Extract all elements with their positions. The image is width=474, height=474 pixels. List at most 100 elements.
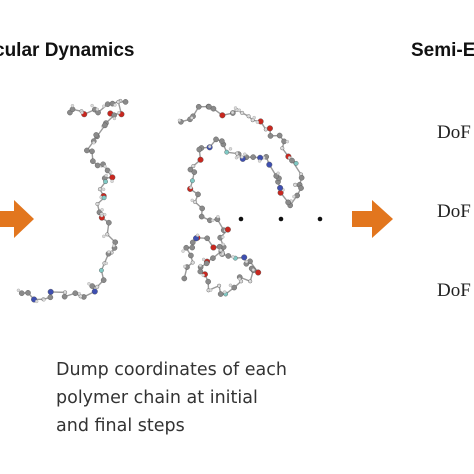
atom — [87, 282, 91, 286]
atom — [276, 171, 280, 175]
atom — [277, 184, 284, 191]
atom — [231, 284, 238, 291]
atom — [195, 191, 201, 198]
atom — [228, 147, 233, 151]
atom — [293, 160, 299, 166]
atom — [89, 283, 96, 289]
atom — [109, 170, 113, 174]
semi-empirical-heading: Semi-E — [411, 40, 474, 61]
atom — [213, 136, 219, 143]
atom — [246, 114, 251, 119]
atom — [210, 244, 217, 251]
atom — [47, 294, 54, 301]
atom — [276, 132, 283, 139]
atom — [70, 104, 75, 108]
dof-label-1: DoF — [437, 122, 471, 143]
atom — [95, 107, 99, 112]
polymer-chain-final — [177, 103, 305, 297]
atom — [189, 185, 193, 190]
atom — [94, 162, 101, 169]
atom — [190, 260, 195, 265]
atom — [298, 185, 304, 191]
atom — [90, 158, 96, 164]
atom — [228, 283, 233, 287]
atom — [203, 260, 210, 267]
atom — [240, 110, 245, 115]
atom — [191, 164, 196, 169]
atom — [181, 275, 188, 282]
atom — [266, 125, 273, 132]
atom — [95, 284, 100, 289]
atom — [122, 99, 129, 105]
atom — [293, 182, 298, 187]
atom — [255, 120, 260, 124]
atom — [251, 268, 255, 272]
atom — [103, 213, 107, 217]
atom — [211, 218, 215, 222]
atom — [219, 112, 226, 119]
atom — [189, 244, 196, 251]
atom — [16, 288, 21, 292]
atom — [197, 268, 204, 275]
atom — [61, 293, 68, 300]
atom — [280, 146, 285, 151]
atom — [204, 235, 210, 242]
atom — [250, 154, 256, 160]
atom — [216, 215, 220, 219]
atom — [196, 146, 203, 153]
atom — [104, 261, 108, 265]
atom — [107, 250, 111, 254]
atom — [189, 239, 196, 246]
atom — [266, 161, 273, 168]
atom — [230, 110, 235, 115]
atom — [195, 103, 202, 110]
atom — [112, 244, 116, 248]
atom — [243, 152, 247, 156]
right-arrow-icon — [0, 200, 34, 238]
atom — [101, 187, 106, 191]
atom — [25, 290, 31, 296]
atom — [216, 243, 223, 250]
atom — [103, 164, 107, 169]
atom — [102, 104, 106, 108]
atom — [77, 291, 81, 296]
atom — [224, 226, 231, 233]
atom — [221, 235, 225, 239]
dof-label-3: DoF — [437, 280, 471, 301]
atom — [190, 198, 194, 202]
atom — [109, 174, 116, 181]
atom — [183, 264, 187, 269]
dof-label-2: DoF — [437, 201, 471, 222]
atom — [193, 199, 198, 204]
atom — [210, 105, 217, 112]
atom — [235, 151, 240, 156]
atom — [84, 147, 90, 154]
atom — [257, 159, 262, 163]
atom — [89, 148, 95, 155]
atom — [97, 187, 102, 192]
atom — [198, 213, 205, 220]
atom — [188, 252, 194, 259]
atom — [233, 106, 238, 110]
caption-line: and final steps — [56, 416, 185, 436]
atom — [100, 277, 107, 283]
caption-line: Dump coordinates of each — [56, 360, 287, 380]
atom — [42, 298, 46, 302]
atom — [103, 179, 108, 185]
atom — [105, 232, 110, 237]
polymer-chain-initial — [16, 98, 129, 304]
atom — [183, 244, 190, 251]
atom — [267, 133, 274, 139]
atom — [102, 234, 106, 238]
atom — [47, 288, 54, 295]
atom — [104, 101, 111, 107]
atom — [224, 149, 230, 155]
atom — [221, 252, 225, 256]
atom — [72, 290, 79, 297]
atom — [95, 201, 100, 206]
atom — [241, 254, 248, 261]
atom — [219, 248, 223, 252]
atom — [100, 213, 104, 218]
atom — [217, 291, 224, 297]
atom — [208, 144, 212, 149]
